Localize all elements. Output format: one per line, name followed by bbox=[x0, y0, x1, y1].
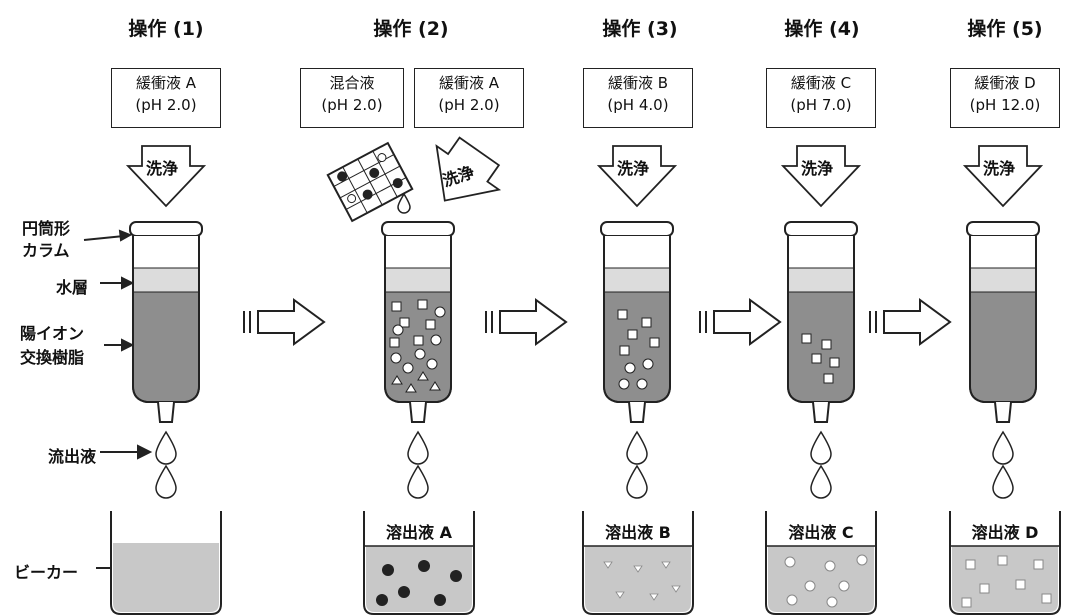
mixture-cup bbox=[326, 141, 414, 223]
flow-arrow-4 bbox=[869, 299, 951, 345]
operation-title-5: 操作 (5) bbox=[967, 18, 1043, 40]
operation-title-4: 操作 (4) bbox=[784, 18, 860, 40]
buffer-ph: (pH 2.0) bbox=[321, 96, 383, 114]
wash-label-4: 洗浄 bbox=[801, 159, 834, 178]
column-label: 円筒形 カラム bbox=[22, 218, 70, 262]
wash-label-5: 洗浄 bbox=[983, 159, 1016, 178]
beaker-3 bbox=[582, 511, 694, 615]
wash-label-3: 洗浄 bbox=[617, 159, 650, 178]
eluate-label-c: 溶出液 C bbox=[788, 523, 854, 542]
buffer-ph: (pH 2.0) bbox=[438, 96, 500, 114]
label-pointers bbox=[83, 229, 153, 569]
eluate-label-d: 溶出液 D bbox=[971, 523, 1039, 542]
resin-label-line2: 交換樹脂 bbox=[20, 348, 85, 367]
wash-arrow-2 bbox=[435, 136, 502, 202]
column-label-line2: カラム bbox=[22, 241, 70, 260]
wash-label-1: 洗浄 bbox=[146, 159, 179, 178]
effluent-drops-1 bbox=[155, 431, 177, 499]
buffer-name: 緩衝液 B bbox=[607, 74, 669, 92]
buffer-name: 混合液 bbox=[329, 74, 375, 92]
column-2 bbox=[381, 221, 455, 423]
water-layer-label: 水層 bbox=[56, 278, 89, 297]
resin-label: 陽イオン 交換樹脂 bbox=[20, 322, 84, 370]
buffer-ph: (pH 4.0) bbox=[607, 96, 669, 114]
effluent-drops-3 bbox=[626, 431, 648, 499]
column-5 bbox=[966, 221, 1040, 423]
eluate-label-b: 溶出液 B bbox=[605, 523, 671, 542]
beaker-4 bbox=[765, 511, 877, 615]
operation-title-2: 操作 (2) bbox=[373, 18, 449, 40]
flow-arrow-1 bbox=[243, 299, 325, 345]
buffer-box-3: 緩衝液 B (pH 4.0) bbox=[583, 68, 693, 128]
operation-title-3: 操作 (3) bbox=[602, 18, 678, 40]
column-1 bbox=[129, 221, 203, 423]
effluent-drops-4 bbox=[810, 431, 832, 499]
eluate-label-a: 溶出液 A bbox=[386, 523, 452, 542]
flow-arrow-3 bbox=[699, 299, 781, 345]
column-3 bbox=[600, 221, 674, 423]
beaker-label: ビーカー bbox=[14, 563, 79, 582]
buffer-name: 緩衝液 D bbox=[974, 74, 1036, 92]
buffer-ph: (pH 12.0) bbox=[969, 96, 1041, 114]
mixture-box: 混合液 (pH 2.0) bbox=[300, 68, 404, 128]
effluent-drops-5 bbox=[992, 431, 1014, 499]
buffer-box-1: 緩衝液 A (pH 2.0) bbox=[111, 68, 221, 128]
effluent-drops-2 bbox=[407, 431, 429, 499]
column-label-line1: 円筒形 bbox=[22, 219, 71, 238]
buffer-ph: (pH 2.0) bbox=[135, 96, 197, 114]
buffer-box-5: 緩衝液 D (pH 12.0) bbox=[950, 68, 1060, 128]
column-2-particles bbox=[389, 299, 446, 393]
operation-title-1: 操作 (1) bbox=[128, 18, 204, 40]
pour-drop bbox=[397, 192, 411, 214]
flow-arrow-2 bbox=[485, 299, 567, 345]
beaker-5 bbox=[949, 511, 1061, 615]
beaker-2 bbox=[363, 511, 475, 615]
beaker-1 bbox=[110, 511, 222, 615]
buffer-name: 緩衝液 A bbox=[438, 74, 500, 92]
column-4 bbox=[784, 221, 858, 423]
column-3-particles bbox=[617, 309, 660, 390]
effluent-label: 流出液 bbox=[48, 447, 97, 466]
buffer-name: 緩衝液 C bbox=[790, 74, 852, 92]
buffer-box-4: 緩衝液 C (pH 7.0) bbox=[766, 68, 876, 128]
buffer-box-2: 緩衝液 A (pH 2.0) bbox=[414, 68, 524, 128]
column-4-particles bbox=[801, 333, 840, 384]
resin-label-line1: 陽イオン bbox=[20, 324, 85, 343]
buffer-name: 緩衝液 A bbox=[135, 74, 197, 92]
buffer-ph: (pH 7.0) bbox=[790, 96, 852, 114]
